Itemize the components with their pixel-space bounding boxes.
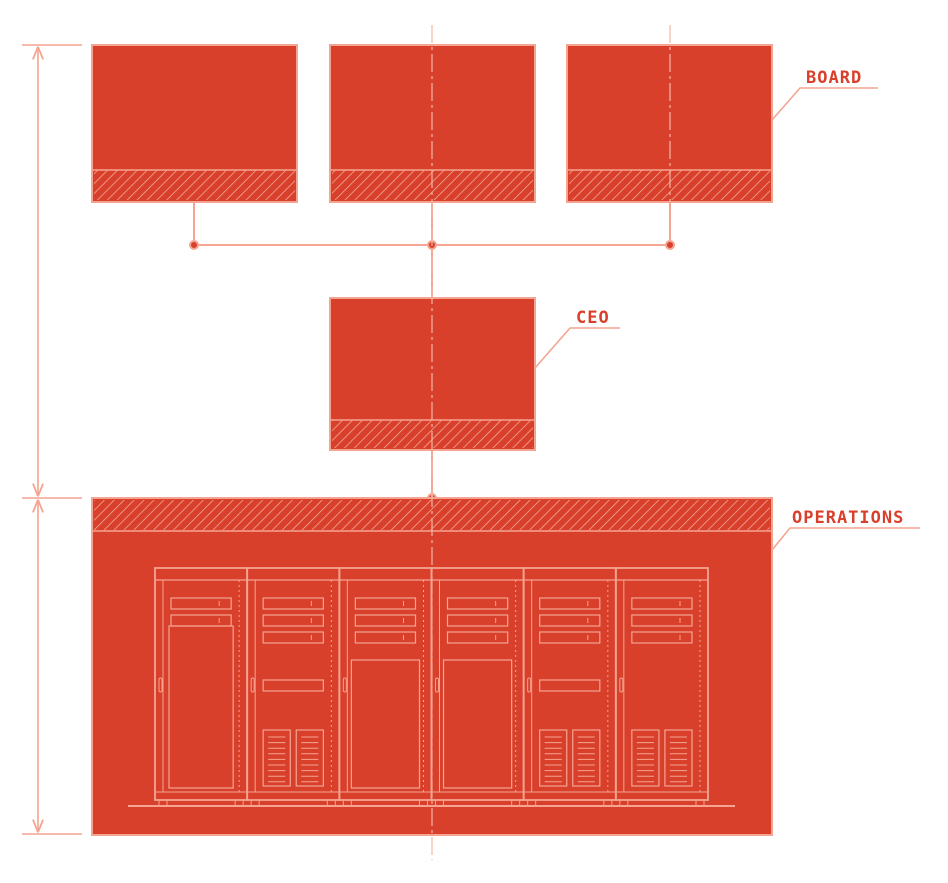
vent-grille	[572, 729, 601, 787]
vent-grille	[295, 729, 324, 787]
server-drawer	[446, 614, 509, 627]
server-drawer	[631, 597, 693, 610]
server-drawer	[354, 597, 417, 610]
server-drawer	[631, 631, 693, 644]
server-drawer	[262, 597, 324, 610]
server-drawer	[539, 597, 601, 610]
operations-label: OPERATIONS	[792, 508, 904, 528]
vent-grille	[539, 729, 568, 787]
server-drawer	[354, 614, 417, 627]
server-drawer	[262, 614, 324, 627]
vent-grille	[262, 729, 291, 787]
center-lines	[431, 25, 671, 860]
vent-grille	[631, 729, 660, 787]
server-drawer	[262, 679, 324, 692]
vent-grille	[664, 729, 693, 787]
server-drawer	[539, 614, 601, 627]
label-leaders	[534, 87, 920, 551]
server-drawer	[262, 631, 324, 644]
dimension-lines	[22, 44, 82, 835]
server-drawer	[446, 631, 509, 644]
server-cabinet	[430, 567, 525, 807]
board-member-box-1	[91, 44, 298, 203]
board-label: BOARD	[806, 68, 862, 88]
server-drawer	[539, 679, 601, 692]
server-drawer	[354, 631, 417, 644]
server-drawer	[631, 614, 693, 627]
server-cabinet-row	[128, 567, 735, 807]
server-drawer	[446, 597, 509, 610]
server-cabinet	[614, 567, 709, 807]
ceo-label: CEO	[576, 308, 610, 328]
server-drawer	[170, 597, 232, 610]
server-drawer	[539, 631, 601, 644]
